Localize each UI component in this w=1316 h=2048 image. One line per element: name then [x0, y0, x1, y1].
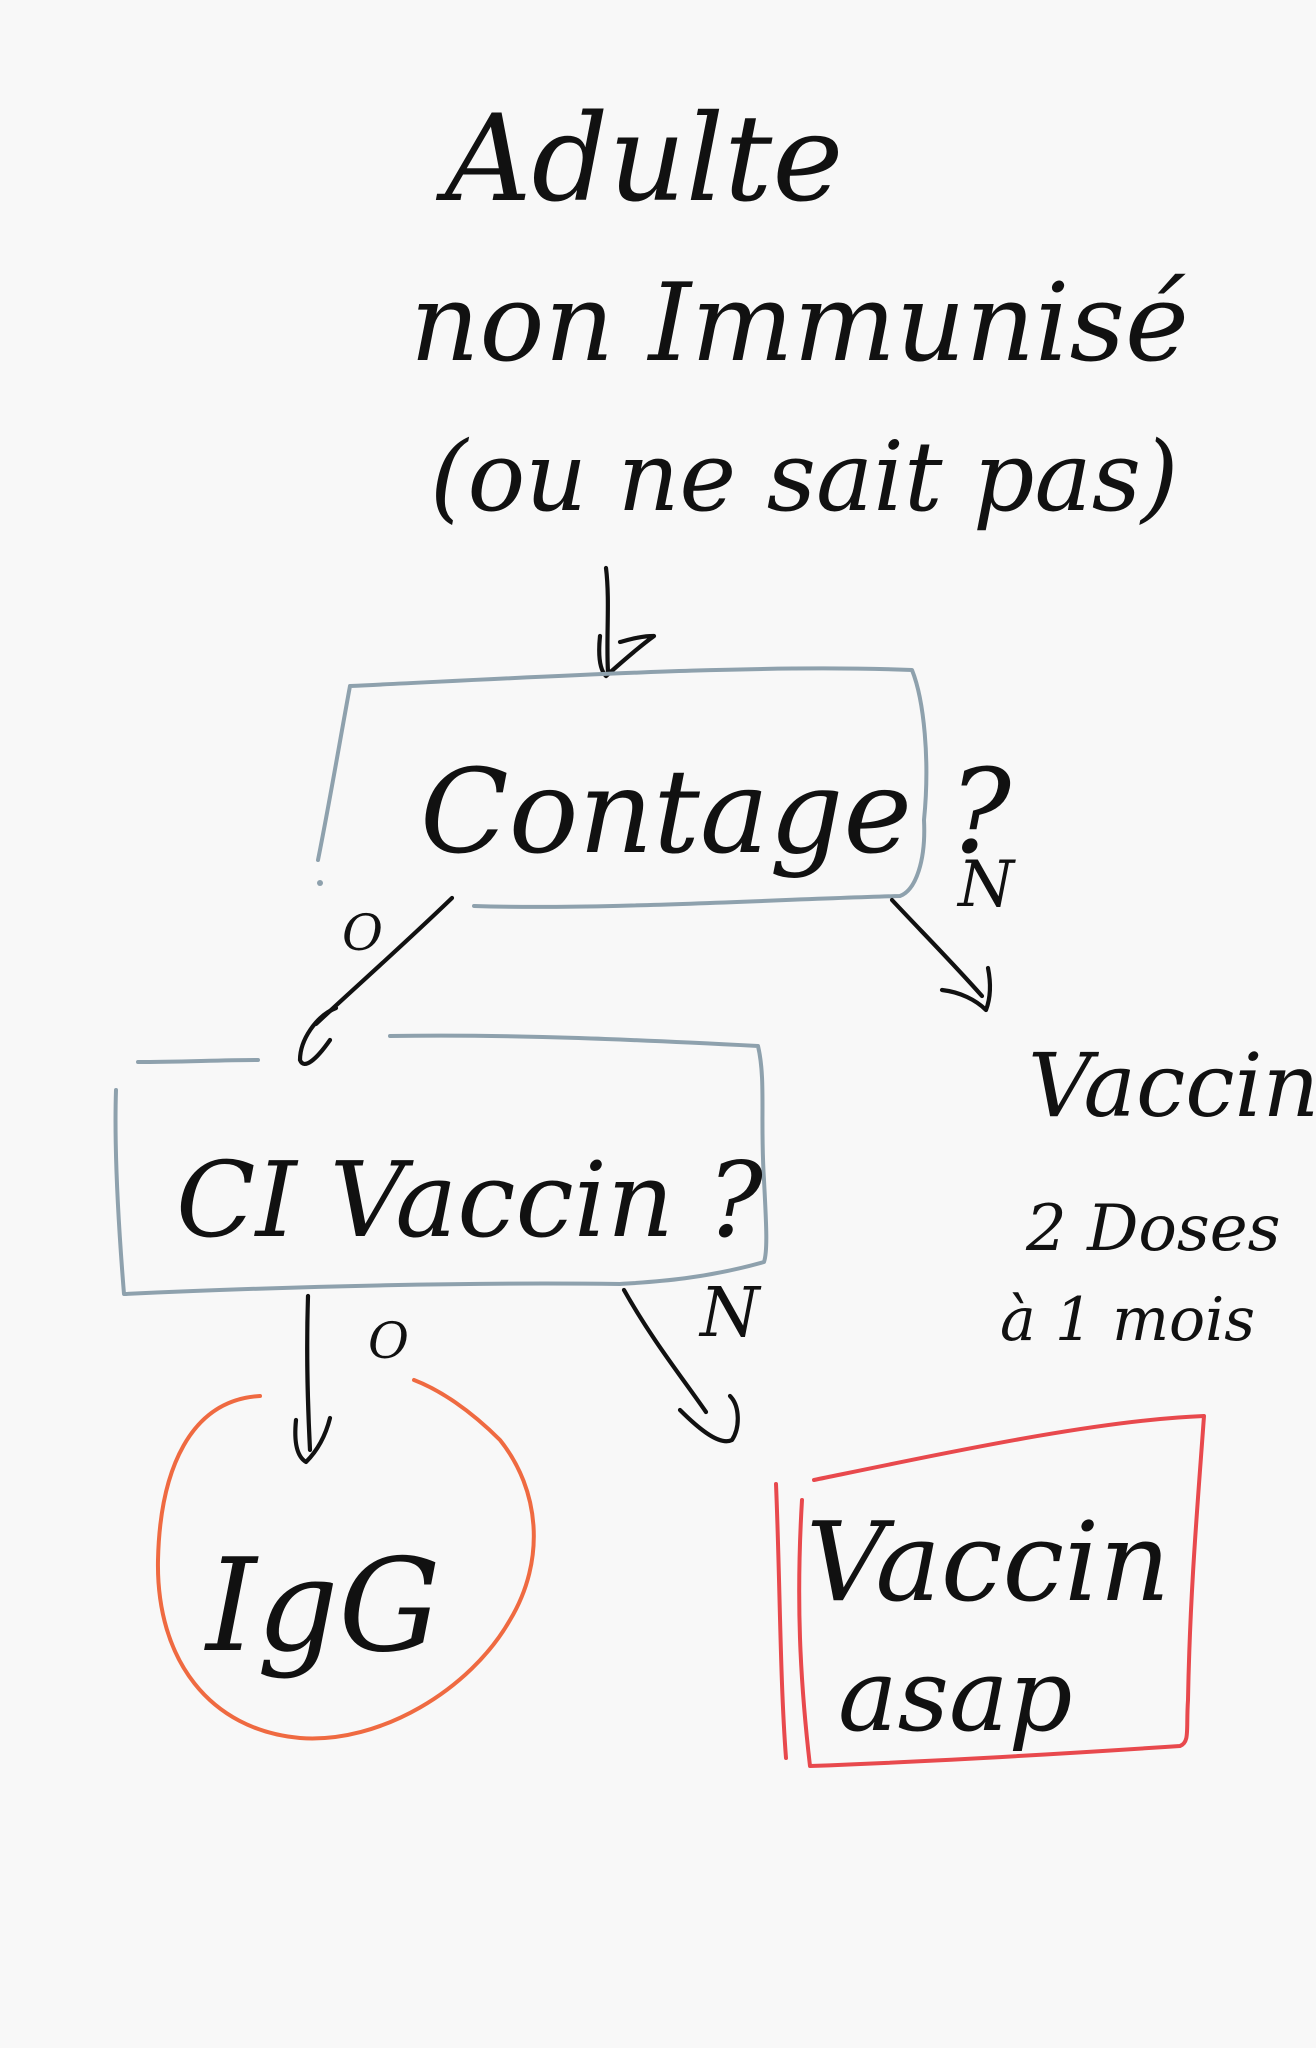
igg-treatment-node: IgG	[155, 1378, 536, 1741]
vaccin-asap-action-box: Vaccin asap	[774, 1414, 1206, 1768]
vaccin-side-line-1: Vaccin	[1028, 1034, 1316, 1137]
title-line-1: Adulte	[435, 90, 843, 229]
title-line-2: non Immunisé	[410, 261, 1189, 386]
arrow-ci-to-vaccin-asap	[621, 1287, 740, 1444]
contage-label: Contage ?	[420, 745, 1012, 880]
edge-label-contage-yes: O	[342, 904, 383, 962]
contage-box-outline	[316, 666, 929, 909]
edge-label-contage-no: N	[956, 848, 1016, 922]
ci-box-outline	[113, 1033, 769, 1296]
ci-vaccin-decision-box: CI Vaccin ?	[113, 1033, 769, 1296]
box-dot	[317, 880, 323, 886]
ci-box-outline-top-left	[136, 1058, 260, 1064]
igg-circle-outline	[155, 1378, 536, 1741]
contage-decision-box: Contage ?	[316, 666, 1012, 909]
ci-vaccin-label: CI Vaccin ?	[176, 1139, 764, 1261]
edge-label-ci-yes: O	[368, 1312, 409, 1370]
arrow-contage-to-vaccin	[889, 897, 993, 1013]
vaccin-asap-line-1: Vaccin	[806, 1498, 1170, 1626]
diagram-title: Adulte non Immunisé (ou ne sait pas)	[410, 90, 1189, 533]
arrow-contage-to-ci	[297, 895, 455, 1066]
edge-label-ci-no: N	[698, 1274, 762, 1353]
vaccin-asap-line-2: asap	[838, 1637, 1073, 1754]
vaccin-side-note: Vaccin 2 Doses à 1 mois	[1000, 1034, 1316, 1355]
arrow-title-to-contage	[597, 565, 657, 679]
vaccin-side-line-2: 2 Doses	[1025, 1192, 1280, 1266]
vaccin-side-line-3: à 1 mois	[1000, 1285, 1255, 1355]
vaccin-asap-box-outline	[774, 1414, 1206, 1768]
igg-label: IgG	[204, 1532, 441, 1681]
title-line-3: (ou ne sait pas)	[430, 421, 1178, 533]
arrow-ci-to-igg	[293, 1293, 333, 1465]
